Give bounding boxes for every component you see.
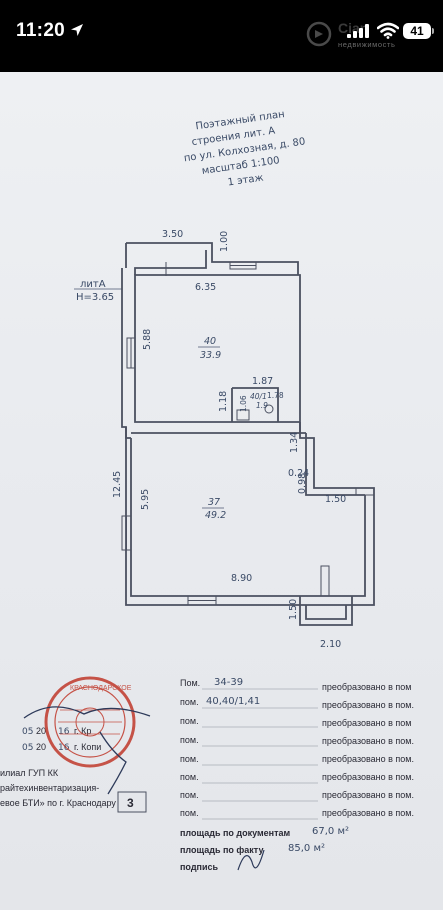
form-row-label: пом. xyxy=(180,697,199,707)
form-row-right: преобразовано в пом xyxy=(322,718,412,728)
sheet-number: 3 xyxy=(127,796,134,810)
floor-plan-document[interactable]: Поэтажный план строения лит. А по ул. Ко… xyxy=(0,72,443,910)
date-2-day: 05 xyxy=(22,743,33,753)
date-2-tail: г. Копи xyxy=(74,742,101,752)
dim-upper-room-height: 5.88 xyxy=(142,329,153,350)
area-summary: площадь по документам 67,0 м² площадь по… xyxy=(180,826,349,872)
form-row-right: преобразовано в пом. xyxy=(322,700,414,710)
battery-icon: 41 xyxy=(403,23,431,39)
form-row-label: пом. xyxy=(180,735,199,745)
wifi-icon xyxy=(376,22,400,44)
red-stamp: КРАСНОДАРСКОЕ xyxy=(44,676,136,768)
height-label: Н=3.65 xyxy=(76,292,114,303)
plan-title: Поэтажный план строения лит. А по ул. Ко… xyxy=(183,109,306,189)
form-row: пом. преобразовано в пом. xyxy=(180,754,414,764)
dim-small-room-height: 1.18 xyxy=(218,391,229,412)
area-fact-value: 85,0 м² xyxy=(288,843,325,854)
form-row-label: пом. xyxy=(180,808,199,818)
form-row-right: преобразовано в пом. xyxy=(322,754,414,764)
form-row-label: пом. xyxy=(180,790,199,800)
signal-icon xyxy=(347,24,369,43)
dim-right-offset-3: 0.98 xyxy=(297,473,308,494)
form-row-value: 40,40/1,41 xyxy=(206,696,260,707)
dim-porch-height: 1.50 xyxy=(288,599,299,620)
dim-right-step-width: 1.50 xyxy=(325,494,346,505)
stamp-ring-text: КРАСНОДАРСКОЕ xyxy=(70,685,132,692)
location-arrow-icon xyxy=(70,23,84,42)
plan-title-line-5: 1 этаж xyxy=(227,173,264,189)
dim-top-left-width: 3.50 xyxy=(162,229,183,240)
dim-top-right-vertical: 1.00 xyxy=(219,231,230,252)
org-line-2: райтехинвентаризация- xyxy=(0,783,99,793)
dim-right-offset-1: 1.34 xyxy=(289,432,300,453)
dim-upper-room-width: 6.35 xyxy=(195,282,216,293)
form-row-label: пом. xyxy=(180,772,199,782)
room-40-number: 40 xyxy=(204,336,216,347)
room-labels: 40 33.9 40/1 1.9 37 49.2 xyxy=(198,336,268,521)
form-row: пом. преобразовано в пом. xyxy=(180,808,414,818)
dim-right-offset-2: 0.24 xyxy=(288,468,309,479)
watermark-sub: недвижимость xyxy=(338,40,396,49)
sink-icon xyxy=(236,404,274,421)
form-row: пом. 40,40/1,41 преобразовано в пом. xyxy=(180,696,414,710)
building-walls xyxy=(121,242,375,626)
form-row: Пом. 34-39 преобразовано в пом xyxy=(180,677,412,692)
form-row-right: преобразовано в пом. xyxy=(322,736,414,746)
form-row: пом. преобразовано в пом xyxy=(180,716,412,728)
form-row-right: преобразовано в пом xyxy=(322,682,412,692)
signature-scribble xyxy=(237,849,265,871)
status-bar: 11:20 Cian недвижимость 41 xyxy=(0,0,443,72)
form-row-label: пом. xyxy=(180,716,199,726)
date-rows: 05 20 16 г. Кр 05 20 16 г. Копи xyxy=(22,726,101,753)
dim-lower-room-width: 8.90 xyxy=(231,573,252,584)
room-37-number: 37 xyxy=(208,497,220,508)
form-rows: Пом. 34-39 преобразовано в пом пом. 40,4… xyxy=(180,677,414,820)
date-2-year: 16 xyxy=(58,743,70,753)
dim-small-room-extra: 1.78 xyxy=(267,391,284,400)
form-row-right: преобразовано в пом. xyxy=(322,772,414,782)
date-1-tail: г. Кр xyxy=(74,726,91,736)
form-row: пом. преобразовано в пом. xyxy=(180,772,414,782)
date-1-day: 05 xyxy=(22,727,33,737)
dim-small-room-height-b: 1.06 xyxy=(239,395,248,412)
dimensions: 3.50 1.00 6.35 5.88 1.87 1.18 1.06 1.78 … xyxy=(112,229,346,650)
form-row-right: преобразовано в пом. xyxy=(322,808,414,818)
windows xyxy=(121,261,375,606)
date-1-prefix: 20 xyxy=(36,726,46,736)
form-row-label: пом. xyxy=(180,754,199,764)
dim-total-height: 12.45 xyxy=(112,471,123,498)
room-40-1-area: 1.9 xyxy=(256,401,268,410)
dim-small-room-width: 1.87 xyxy=(252,376,273,387)
signature-label: подпись xyxy=(180,862,219,872)
date-1-year: 16 xyxy=(58,727,70,737)
room-40-1-number: 40/1 xyxy=(250,392,267,401)
room-40-area: 33.9 xyxy=(200,350,221,361)
form-row: пом. преобразовано в пом. xyxy=(180,790,414,800)
dim-porch-width: 2.10 xyxy=(320,639,341,650)
area-docs-label: площадь по документам xyxy=(180,828,291,838)
date-2-prefix: 20 xyxy=(36,742,46,752)
org-line-1: илиал ГУП КК xyxy=(0,768,59,778)
org-block: илиал ГУП КК райтехинвентаризация- евое … xyxy=(0,768,147,813)
form-row-right: преобразовано в пом. xyxy=(322,790,414,800)
room-37-area: 49.2 xyxy=(205,510,226,521)
battery-tip xyxy=(432,28,434,34)
cian-logo-icon xyxy=(306,21,332,52)
form-row-label: Пом. xyxy=(180,678,200,688)
status-time: 11:20 xyxy=(16,20,66,41)
floor-plan-drawing: Поэтажный план строения лит. А по ул. Ко… xyxy=(0,109,414,872)
lit-label: литА xyxy=(80,279,106,290)
area-docs-value: 67,0 м² xyxy=(312,826,349,837)
form-row: пом. преобразовано в пом. xyxy=(180,735,414,746)
form-row-value: 34-39 xyxy=(214,677,243,688)
dim-lower-room-height: 5.95 xyxy=(140,489,151,510)
org-line-3: евое БТИ» по г. Краснодару xyxy=(0,798,116,808)
handwritten-signature xyxy=(23,706,151,795)
area-fact-label: площадь по факту xyxy=(180,845,263,855)
